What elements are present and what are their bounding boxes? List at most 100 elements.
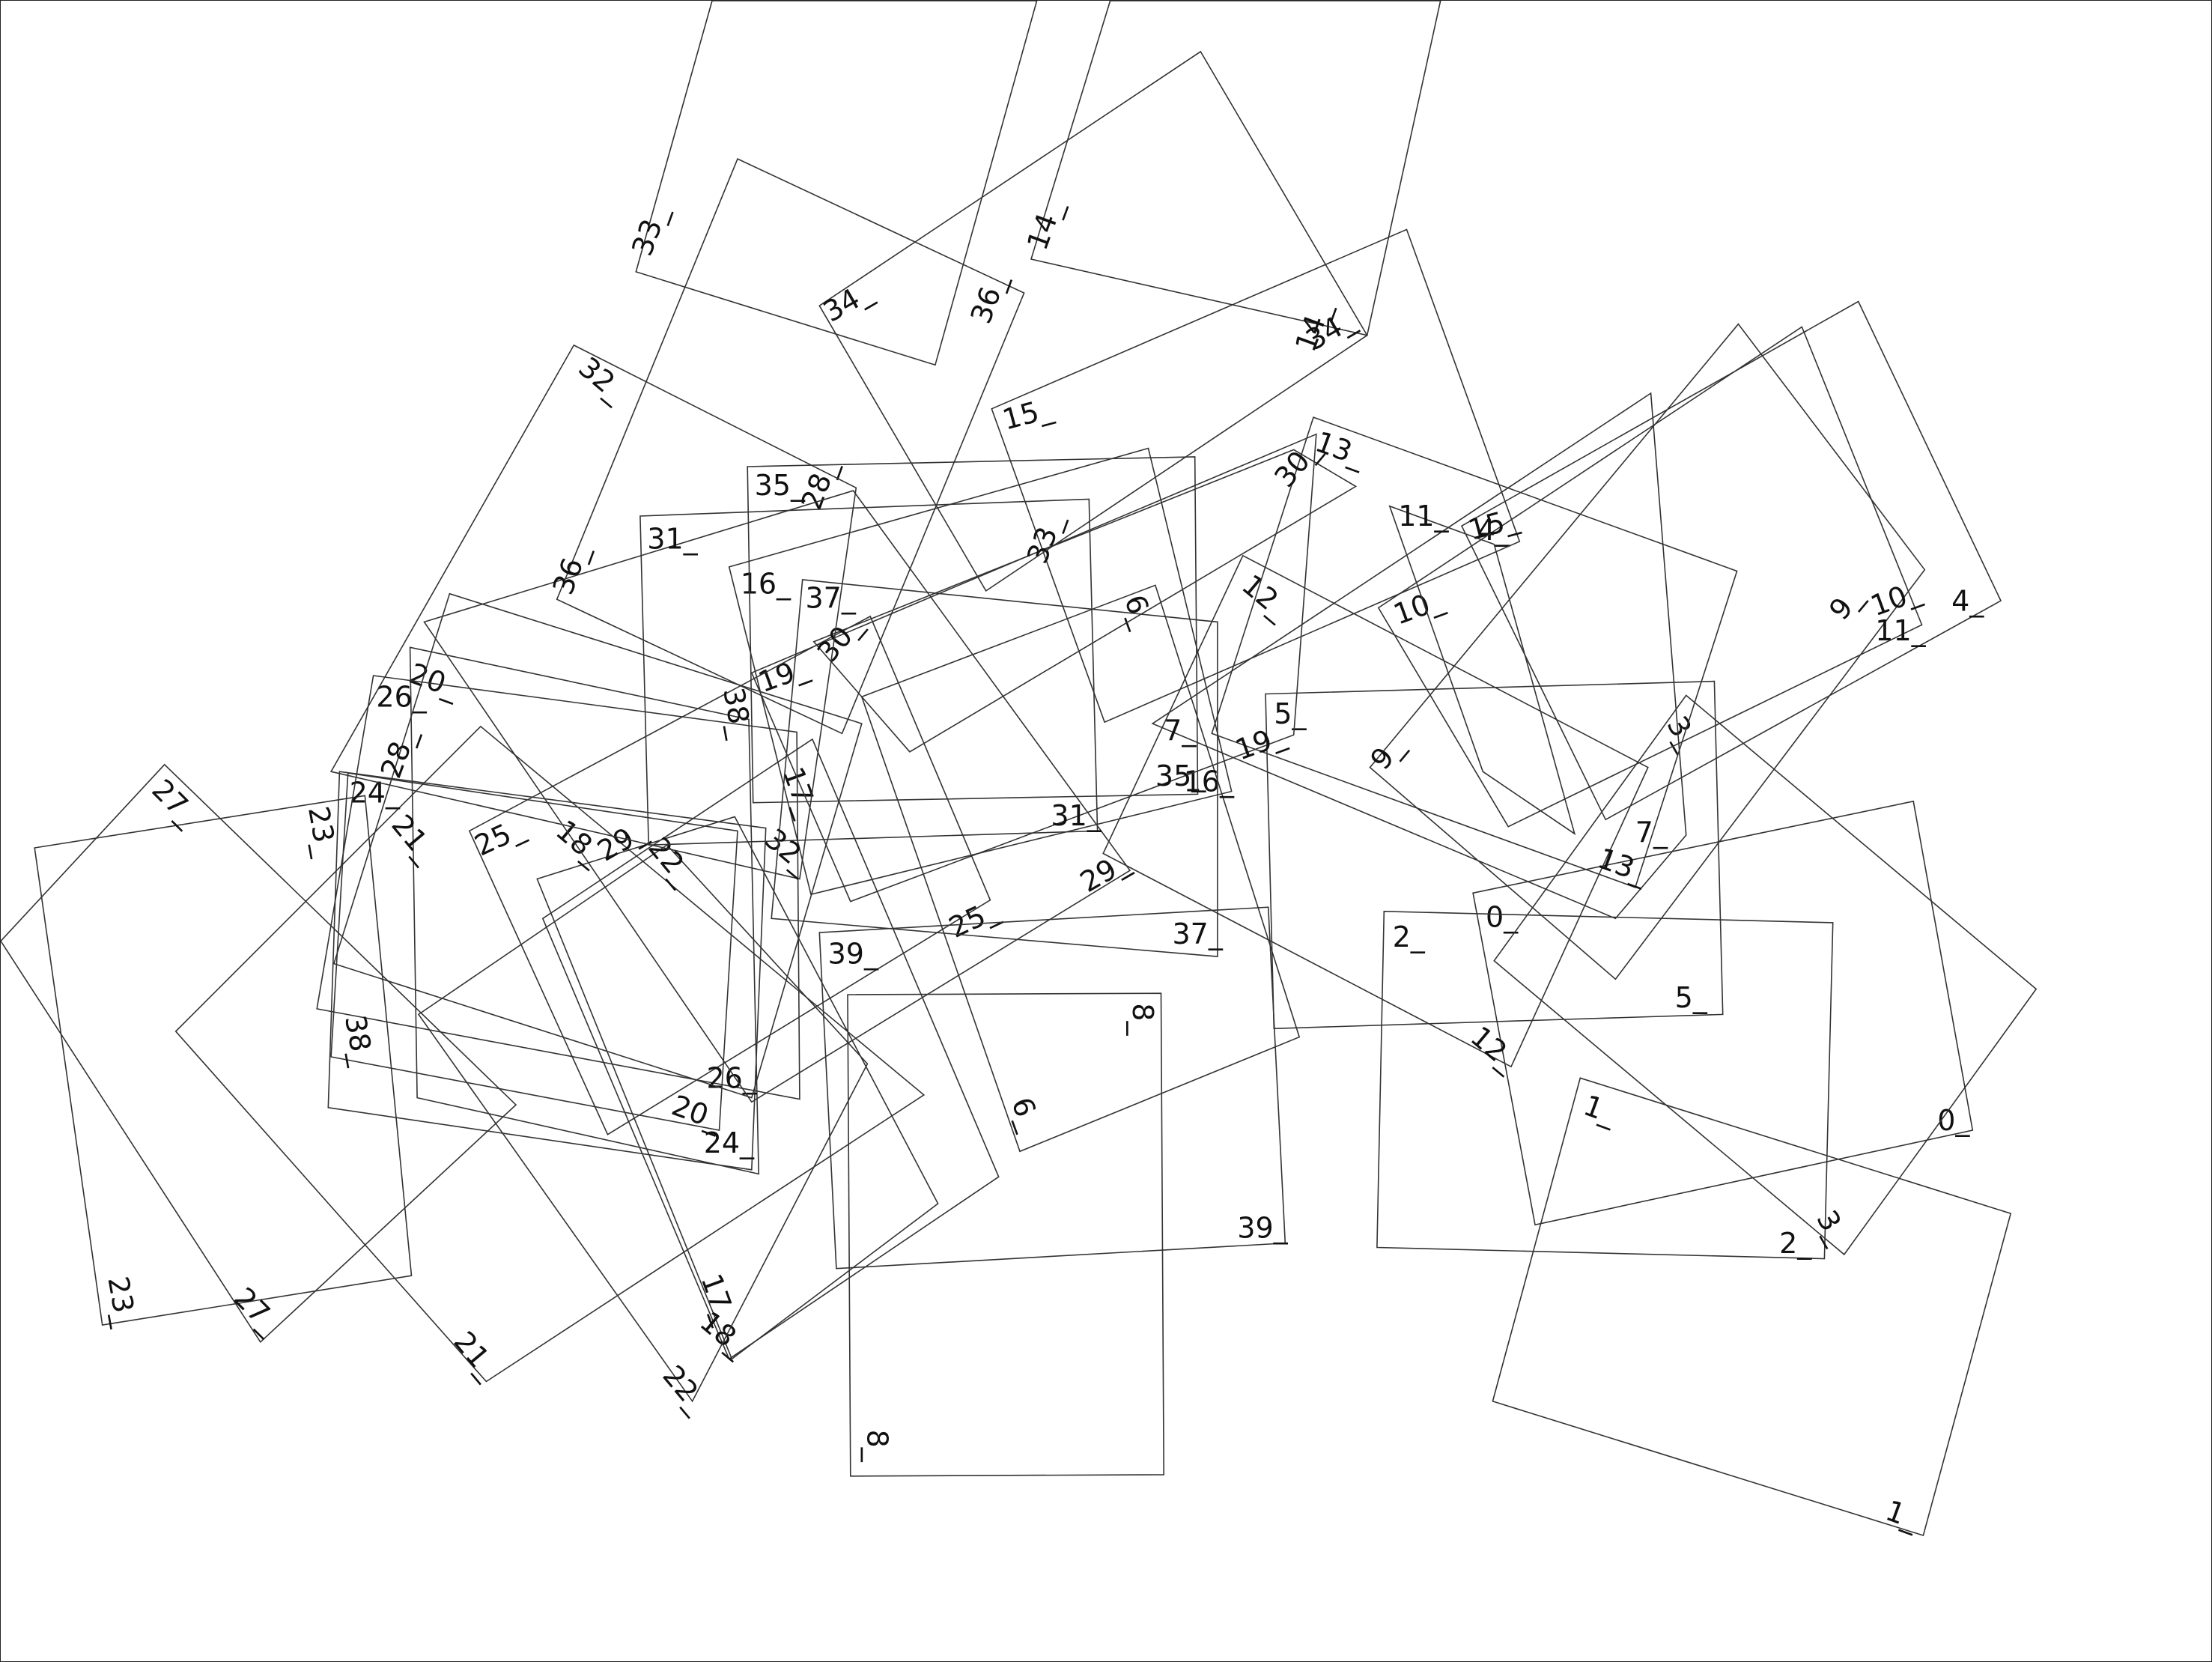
rect-21-outline	[174, 725, 926, 1383]
rect-11-label-1: 11_	[1398, 500, 1449, 533]
rect-16-label-1: 16_	[741, 568, 791, 601]
rect-31-outline	[639, 498, 1099, 846]
rect-4-outline	[1460, 300, 2002, 821]
rect-27: 27_ 27_	[1, 763, 517, 1344]
rect-34: 34_34_	[818, 50, 1368, 592]
rect-26: 26_ 26_	[316, 675, 800, 1100]
rect-2-label-1: 2_	[1393, 921, 1426, 953]
rect-14-outline	[1030, 1, 1441, 336]
rect-9-outline	[1369, 323, 1926, 980]
rect-2-label-2: 2_	[1779, 1227, 1812, 1260]
rect-15-outline	[991, 228, 1521, 724]
rect-39-label-2: 39_	[1237, 1211, 1288, 1244]
rect-22: 22_ 22_	[417, 831, 869, 1420]
rect-11-label-2: 11_	[1875, 614, 1926, 647]
rect-7-label-1: 7_	[1164, 715, 1197, 747]
rect-25-label-1: 25_	[470, 811, 530, 863]
rect-27-label-1: 27_	[145, 773, 204, 832]
rect-1-label-2: 1_	[1882, 1494, 1924, 1536]
rect-31: 31_ 31_	[639, 498, 1102, 846]
rect-36-outline	[556, 158, 1025, 735]
rect-18-outline	[536, 816, 939, 1360]
rect-26-outline	[316, 675, 800, 1100]
rect-35-label-1: 35_	[755, 469, 806, 502]
rect-29-label-1: 29_	[592, 813, 652, 867]
rect-7: 7_ 7_	[1151, 392, 1687, 920]
rect-15-label-1: 15_	[999, 392, 1057, 437]
rect-16-label-2: 16_	[1184, 765, 1235, 798]
rect-23: 23_23_	[34, 795, 413, 1330]
rect-33-label-1: 33_	[625, 201, 674, 260]
rect-5: 5_ 5_	[1265, 680, 1724, 1030]
rect-22-label-1: 22_	[642, 831, 700, 892]
rect-8-outline	[847, 992, 1165, 1477]
rect-6-label-2: 6_	[1005, 1093, 1047, 1135]
rect-17-label-1: 17_	[777, 762, 825, 822]
rect-36-label-2: 36_	[964, 268, 1013, 327]
rect-0: 0_ 0_	[1472, 800, 1974, 1226]
rect-33-label-2: 33_	[1021, 509, 1069, 568]
rect-31-label-1: 31_	[647, 522, 698, 555]
rect-27-outline	[1, 763, 517, 1344]
rect-10: 10_10_	[1377, 326, 1926, 828]
rect-12-label-2: 12_	[1465, 1020, 1525, 1079]
rect-26-label-1: 26_	[376, 681, 427, 714]
rect-8-label-1: 8_	[1126, 1003, 1159, 1036]
rect-29-label-2: 29_	[1075, 845, 1135, 899]
rect-20-outline	[409, 646, 760, 1175]
rect-15-label-2: 15_	[1465, 502, 1522, 547]
rect-7-outline	[1151, 392, 1687, 920]
rect-1-outline	[1492, 1077, 2012, 1537]
rect-4-label-2: 4_	[1951, 584, 1984, 617]
rect-3-label-2: 3_	[1810, 1204, 1855, 1249]
rect-7-label-2: 7_	[1635, 816, 1668, 849]
rect-26-label-2: 26_	[707, 1062, 758, 1095]
rect-21-label-1: 21_	[385, 808, 443, 869]
rect-38-label-1: 38_	[338, 1013, 380, 1069]
rect-19-outline	[750, 433, 1317, 903]
rect-39-outline	[818, 906, 1286, 1270]
rect-22-outline	[417, 844, 869, 1403]
rect-36-label-1: 36_	[547, 539, 595, 598]
rect-37-label-1: 37_	[806, 582, 857, 615]
rect-4: 4_ 4_	[1460, 300, 2002, 821]
rect-3: 3_3_	[1493, 694, 2038, 1256]
rect-8: 8_ 8_	[847, 992, 1165, 1477]
rect-29-outline	[423, 490, 1131, 1103]
rect-0-label-1: 0_	[1486, 901, 1519, 934]
rect-39: 39_39_	[818, 906, 1289, 1270]
rect-34-label-1: 34_	[818, 274, 878, 328]
rect-0-label-2: 0_	[1937, 1104, 1970, 1137]
rect-17-outline	[541, 738, 1000, 1360]
rect-11-outline	[1388, 505, 1576, 836]
rect-31-label-2: 31_	[1051, 799, 1102, 832]
rect-38-outline	[330, 772, 738, 1131]
rect-32: 32_32_	[329, 344, 857, 880]
rect-37-outline	[771, 579, 1218, 957]
rect-14: 14_14_	[1021, 1, 1441, 356]
rect-28-outline	[332, 592, 863, 1099]
rect-12-outline	[1102, 554, 1649, 1068]
rect-4-label-1: 4_	[1477, 514, 1510, 547]
rect-28-label-1: 28_	[374, 723, 423, 782]
rect-8-label-2: 8_	[860, 1430, 893, 1463]
rect-5-label-1: 5_	[1274, 697, 1307, 730]
rect-27-label-2: 27_	[228, 1281, 287, 1340]
rect-22-label-2: 22_	[656, 1359, 714, 1420]
rect-5-label-2: 5_	[1675, 981, 1708, 1014]
rect-12-label-1: 12_	[1236, 568, 1296, 626]
rect-23-outline	[34, 795, 413, 1326]
rect-37: 37_37_	[771, 579, 1224, 957]
rect-2: 2_ 2_	[1376, 910, 1834, 1260]
rect-1-label-1: 1_	[1579, 1089, 1622, 1131]
rect-0-outline	[1472, 800, 1974, 1226]
rect-35-label-2: 35_	[1155, 759, 1206, 792]
rect-20: 20_20_	[405, 646, 760, 1175]
rect-21: 21_21_	[174, 725, 926, 1386]
rect-18-label-2: 18_	[693, 1305, 754, 1363]
rect-5-outline	[1265, 680, 1724, 1030]
rect-13-outline	[1211, 416, 1738, 888]
rect-30-outline	[812, 449, 1358, 753]
